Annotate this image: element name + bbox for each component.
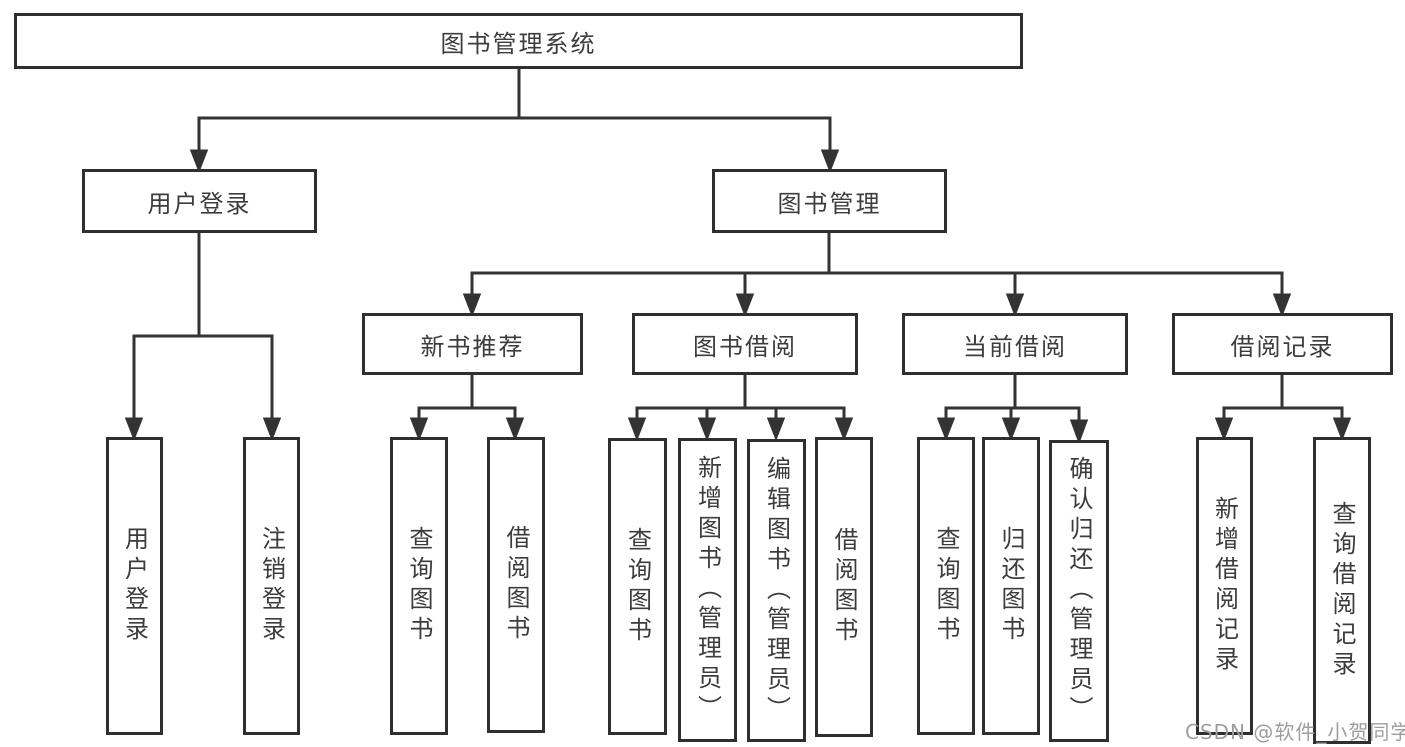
leaf-current-query-book: 查询图书 [917,437,975,735]
node-user-login-module: 用户登录 [82,169,317,233]
leaf-borrow-query-book-label: 查询图书 [623,526,652,647]
node-user-login-module-label: 用户登录 [147,189,252,218]
node-new-book-recommend-label: 新书推荐 [420,332,525,361]
leaf-logout: 注销登录 [243,437,300,735]
leaf-user-login: 用户登录 [106,437,163,735]
node-current-borrow-label: 当前借阅 [963,332,1067,361]
leaf-recommend-borrow-book: 借阅图书 [487,437,545,733]
leaf-current-query-book-label: 查询图书 [932,526,960,646]
leaf-query-borrow-record: 查询借阅记录 [1313,437,1371,744]
leaf-add-book-admin-label: 新增图书（管理员） [693,455,722,725]
node-book-management-label: 图书管理 [777,189,882,218]
node-book-borrow-label: 图书借阅 [693,332,797,361]
leaf-logout-label: 注销登录 [257,526,286,646]
leaf-borrow-book-label: 借阅图书 [830,527,858,647]
node-new-book-recommend: 新书推荐 [362,313,583,375]
leaf-edit-book-admin-label: 编辑图书（管理员） [762,455,791,726]
node-root-label: 图书管理系统 [440,29,597,58]
leaf-confirm-return-admin-label: 确认归还（管理员） [1065,456,1093,726]
leaf-recommend-query-book-label: 查询图书 [405,526,433,646]
leaf-recommend-borrow-book-label: 借阅图书 [502,525,530,645]
node-book-borrow: 图书借阅 [632,313,858,375]
node-borrow-records: 借阅记录 [1172,313,1393,375]
leaf-query-borrow-record-label: 查询借阅记录 [1328,500,1356,681]
leaf-borrow-query-book: 查询图书 [608,438,667,735]
leaf-recommend-query-book: 查询图书 [390,437,448,735]
node-book-management: 图书管理 [712,169,947,233]
leaf-edit-book-admin: 编辑图书（管理员） [747,439,806,742]
leaf-add-book-admin: 新增图书（管理员） [678,438,737,742]
leaf-return-book: 归还图书 [982,437,1040,735]
node-borrow-records-label: 借阅记录 [1230,332,1335,361]
leaf-return-book-label: 归还图书 [997,526,1025,646]
node-current-borrow: 当前借阅 [902,313,1128,375]
node-root: 图书管理系统 [14,13,1023,69]
leaf-add-borrow-record-label: 新增借阅记录 [1210,496,1239,676]
watermark: CSDN @软件_小贺同学 [1185,720,1405,744]
leaf-add-borrow-record: 新增借阅记录 [1196,437,1253,735]
leaf-confirm-return-admin: 确认归还（管理员） [1049,440,1109,742]
leaf-user-login-label: 用户登录 [120,526,149,646]
leaf-borrow-book: 借阅图书 [815,437,873,737]
